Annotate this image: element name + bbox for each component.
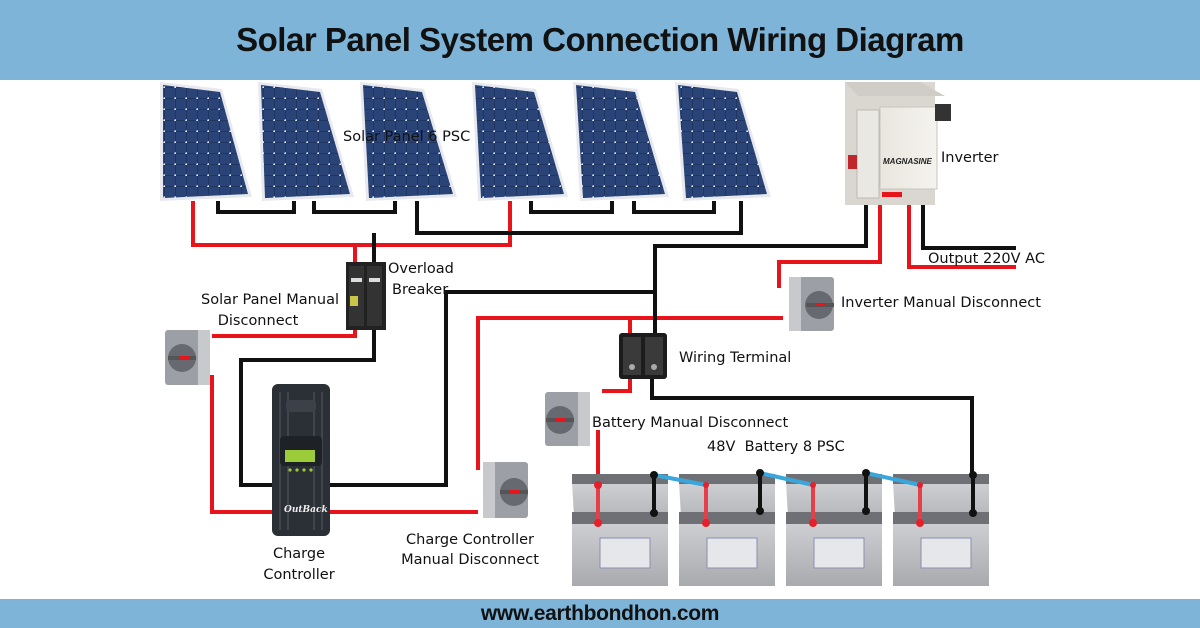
panel-series-link bbox=[632, 201, 716, 214]
battery-series-link bbox=[865, 471, 921, 487]
solar-panel bbox=[360, 82, 457, 201]
solar-panel bbox=[472, 82, 568, 201]
positive-wire bbox=[210, 375, 278, 514]
overload-breaker-label-line1: Overload bbox=[388, 261, 454, 277]
charge-controller-label-line1: Charge bbox=[272, 546, 326, 562]
inverter-disconnect-label: Inverter Manual Disconnect bbox=[841, 295, 1041, 311]
solar-panel-array bbox=[160, 82, 771, 201]
negative-wire bbox=[650, 378, 974, 475]
negative-wire bbox=[330, 290, 655, 487]
battery-series-link bbox=[759, 471, 814, 487]
solar-panel bbox=[258, 82, 354, 201]
negative-wire bbox=[415, 201, 743, 235]
wiring-terminal-label: Wiring Terminal bbox=[679, 350, 792, 366]
battery bbox=[786, 512, 882, 586]
wiring-terminal-block bbox=[619, 333, 667, 379]
battery-bank-label: 48V Battery 8 PSC bbox=[707, 439, 845, 455]
inverter-unit: MAGNASINE bbox=[845, 82, 951, 205]
wiring-diagram: MAGNASINE bbox=[160, 82, 1016, 586]
svg-text:OutBack: OutBack bbox=[284, 505, 328, 515]
svg-text:MAGNASINE: MAGNASINE bbox=[883, 157, 933, 166]
positive-wire bbox=[191, 201, 512, 247]
charge-controller-disconnect-label-line2: Manual Disconnect bbox=[401, 552, 539, 568]
solar-disconnect-label-line1: Solar Panel Manual bbox=[201, 292, 339, 308]
footer-banner: www.earthbondhon.com bbox=[0, 599, 1200, 628]
output-label: Output 220V AC bbox=[928, 251, 1045, 267]
title-banner: Solar Panel System Connection Wiring Dia… bbox=[0, 0, 1200, 80]
solar-panel bbox=[675, 82, 771, 201]
battery bbox=[679, 512, 775, 586]
output-wire bbox=[921, 205, 1016, 250]
battery-series-link bbox=[653, 473, 707, 487]
panel-series-link bbox=[312, 201, 397, 214]
inverter-disconnect-switch bbox=[789, 277, 834, 331]
battery bbox=[572, 512, 668, 586]
overload-breaker-label-line2: Breaker bbox=[392, 282, 449, 298]
battery bbox=[893, 512, 989, 586]
panel-series-link bbox=[529, 201, 614, 214]
positive-wire bbox=[777, 205, 882, 288]
output-wire bbox=[907, 205, 1016, 269]
charge-controller-label-line2: Controller bbox=[263, 567, 335, 583]
charge-controller-unit: OutBack bbox=[272, 384, 330, 536]
battery-disconnect-switch bbox=[545, 392, 590, 446]
negative-wire bbox=[239, 320, 376, 487]
page-title: Solar Panel System Connection Wiring Dia… bbox=[236, 21, 964, 58]
website-link[interactable]: www.earthbondhon.com bbox=[480, 601, 720, 625]
battery-disconnect-label: Battery Manual Disconnect bbox=[592, 415, 789, 431]
solar-panel-label: Solar Panel 6 PSC bbox=[343, 129, 471, 145]
positive-wire bbox=[602, 378, 632, 393]
negative-wire bbox=[653, 205, 868, 334]
solar-panel bbox=[573, 82, 669, 201]
battery-bank bbox=[572, 469, 989, 586]
solar-disconnect-label-line2: Disconnect bbox=[217, 313, 299, 329]
positive-wire bbox=[476, 316, 783, 470]
inverter-label: Inverter bbox=[941, 150, 999, 166]
overload-breaker bbox=[346, 262, 386, 330]
charge-controller-disconnect-switch bbox=[483, 462, 528, 518]
charge-controller-disconnect-label-line1: Charge Controller bbox=[406, 532, 534, 548]
solar-panel-disconnect-switch bbox=[165, 330, 210, 385]
solar-panel bbox=[160, 82, 252, 201]
panel-series-link bbox=[216, 201, 296, 214]
